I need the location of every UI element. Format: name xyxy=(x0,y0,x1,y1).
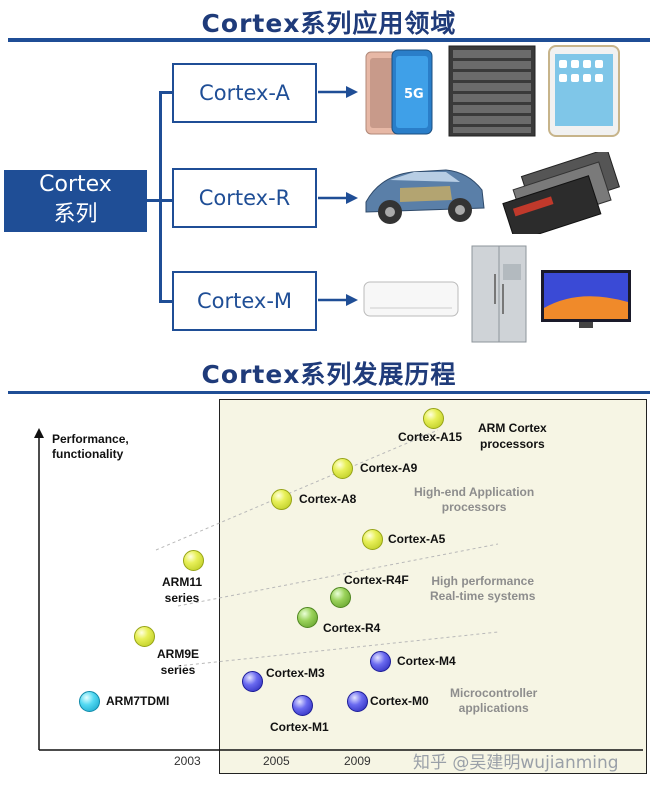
title-rule-bottom xyxy=(8,391,650,394)
label-arm9e-line2: series xyxy=(160,663,196,677)
dot-cortex-a9 xyxy=(332,458,353,479)
label-cortex-a15: Cortex-A15 xyxy=(398,430,463,444)
branch-r-connector xyxy=(159,199,172,202)
cortex-m-box: Cortex-M xyxy=(172,271,317,331)
label-cortex-a8: Cortex-A8 xyxy=(299,492,357,506)
root-connector xyxy=(147,199,161,202)
label-cortex-r4: Cortex-R4 xyxy=(323,621,381,635)
dot-cortex-a8 xyxy=(271,489,292,510)
arrow-r-icon xyxy=(318,192,358,204)
car-image xyxy=(365,169,485,224)
dot-cortex-m4 xyxy=(370,651,391,672)
group-mcu: Microcontroller applications xyxy=(450,686,537,716)
chart-axes xyxy=(34,428,643,751)
group-high-end-line2: processors xyxy=(441,500,507,514)
group-realtime-line1: High performance xyxy=(431,574,535,588)
label-cortex-m3: Cortex-M3 xyxy=(266,666,325,680)
group-high-end: High-end Application processors xyxy=(414,485,534,515)
y-axis-label: Performance, functionality xyxy=(52,432,129,462)
dot-cortex-a15 xyxy=(423,408,444,429)
label-cortex-m0: Cortex-M0 xyxy=(370,694,429,708)
dot-cortex-r4 xyxy=(297,607,318,628)
root-label-line1: Cortex xyxy=(39,172,112,197)
year-2005: 2005 xyxy=(263,754,290,768)
dot-arm7tdmi xyxy=(79,691,100,712)
group-realtime-line2: Real-time systems xyxy=(430,589,536,603)
application-title: Cortex系列应用领域 xyxy=(201,9,457,38)
y-axis-label-line2: functionality xyxy=(52,447,124,461)
label-cortex-m4: Cortex-M4 xyxy=(397,654,456,668)
label-cortex-a5: Cortex-A5 xyxy=(388,532,446,546)
arrow-a-icon xyxy=(318,86,358,98)
tablet-image xyxy=(548,45,620,137)
dot-arm11 xyxy=(183,550,204,571)
ssd-drives-image xyxy=(502,152,621,234)
branch-m-connector xyxy=(159,300,172,303)
year-2009: 2009 xyxy=(344,754,371,768)
group-mcu-line2: applications xyxy=(458,701,529,715)
watermark: 知乎 @吴建明wujianming xyxy=(413,753,619,773)
svg-text:5G: 5G xyxy=(404,87,424,102)
group-arm-cortex: ARM Cortex processors xyxy=(478,420,547,452)
cortex-r-box: Cortex-R xyxy=(172,168,317,228)
dot-cortex-m1 xyxy=(292,695,313,716)
year-2003: 2003 xyxy=(174,754,201,768)
cortex-a-box: Cortex-A xyxy=(172,63,317,123)
air-conditioner-image xyxy=(363,281,459,317)
group-arm-cortex-line1: ARM Cortex xyxy=(478,421,547,435)
label-arm7tdmi: ARM7TDMI xyxy=(106,694,170,708)
label-cortex-a9: Cortex-A9 xyxy=(360,461,418,475)
dot-arm9e xyxy=(134,626,155,647)
group-mcu-line1: Microcontroller xyxy=(450,686,538,700)
dot-cortex-a5 xyxy=(362,529,383,550)
tree-trunk xyxy=(159,91,162,303)
label-arm9e-line1: ARM9E xyxy=(157,647,200,661)
group-arm-cortex-line2: processors xyxy=(479,437,545,451)
root-label-line2: 系列 xyxy=(53,202,98,227)
label-cortex-r4f: Cortex-R4F xyxy=(344,573,409,587)
label-arm11: ARM11 series xyxy=(162,574,202,606)
server-rack-image xyxy=(448,45,536,137)
dot-cortex-r4f xyxy=(330,587,351,608)
y-axis-label-line1: Performance, xyxy=(52,432,129,446)
cortex-era-panel xyxy=(219,399,647,774)
label-cortex-m1: Cortex-M1 xyxy=(270,720,329,734)
branch-a-connector xyxy=(159,91,172,94)
title-rule-top xyxy=(8,38,650,42)
smartphones-image: 5G xyxy=(365,49,433,135)
cortex-root-box: Cortex 系列 xyxy=(4,170,147,232)
refrigerator-image xyxy=(471,245,527,343)
label-arm11-line2: series xyxy=(164,591,200,605)
arrow-m-icon xyxy=(318,294,358,306)
group-high-end-line1: High-end Application xyxy=(414,485,535,499)
label-arm11-line1: ARM11 xyxy=(162,575,203,589)
dot-cortex-m3 xyxy=(242,671,263,692)
group-realtime: High performance Real-time systems xyxy=(430,574,535,604)
television-image xyxy=(541,270,631,328)
dot-cortex-m0 xyxy=(347,691,368,712)
label-arm9e: ARM9E series xyxy=(157,646,199,678)
history-title: Cortex系列发展历程 xyxy=(201,360,457,389)
